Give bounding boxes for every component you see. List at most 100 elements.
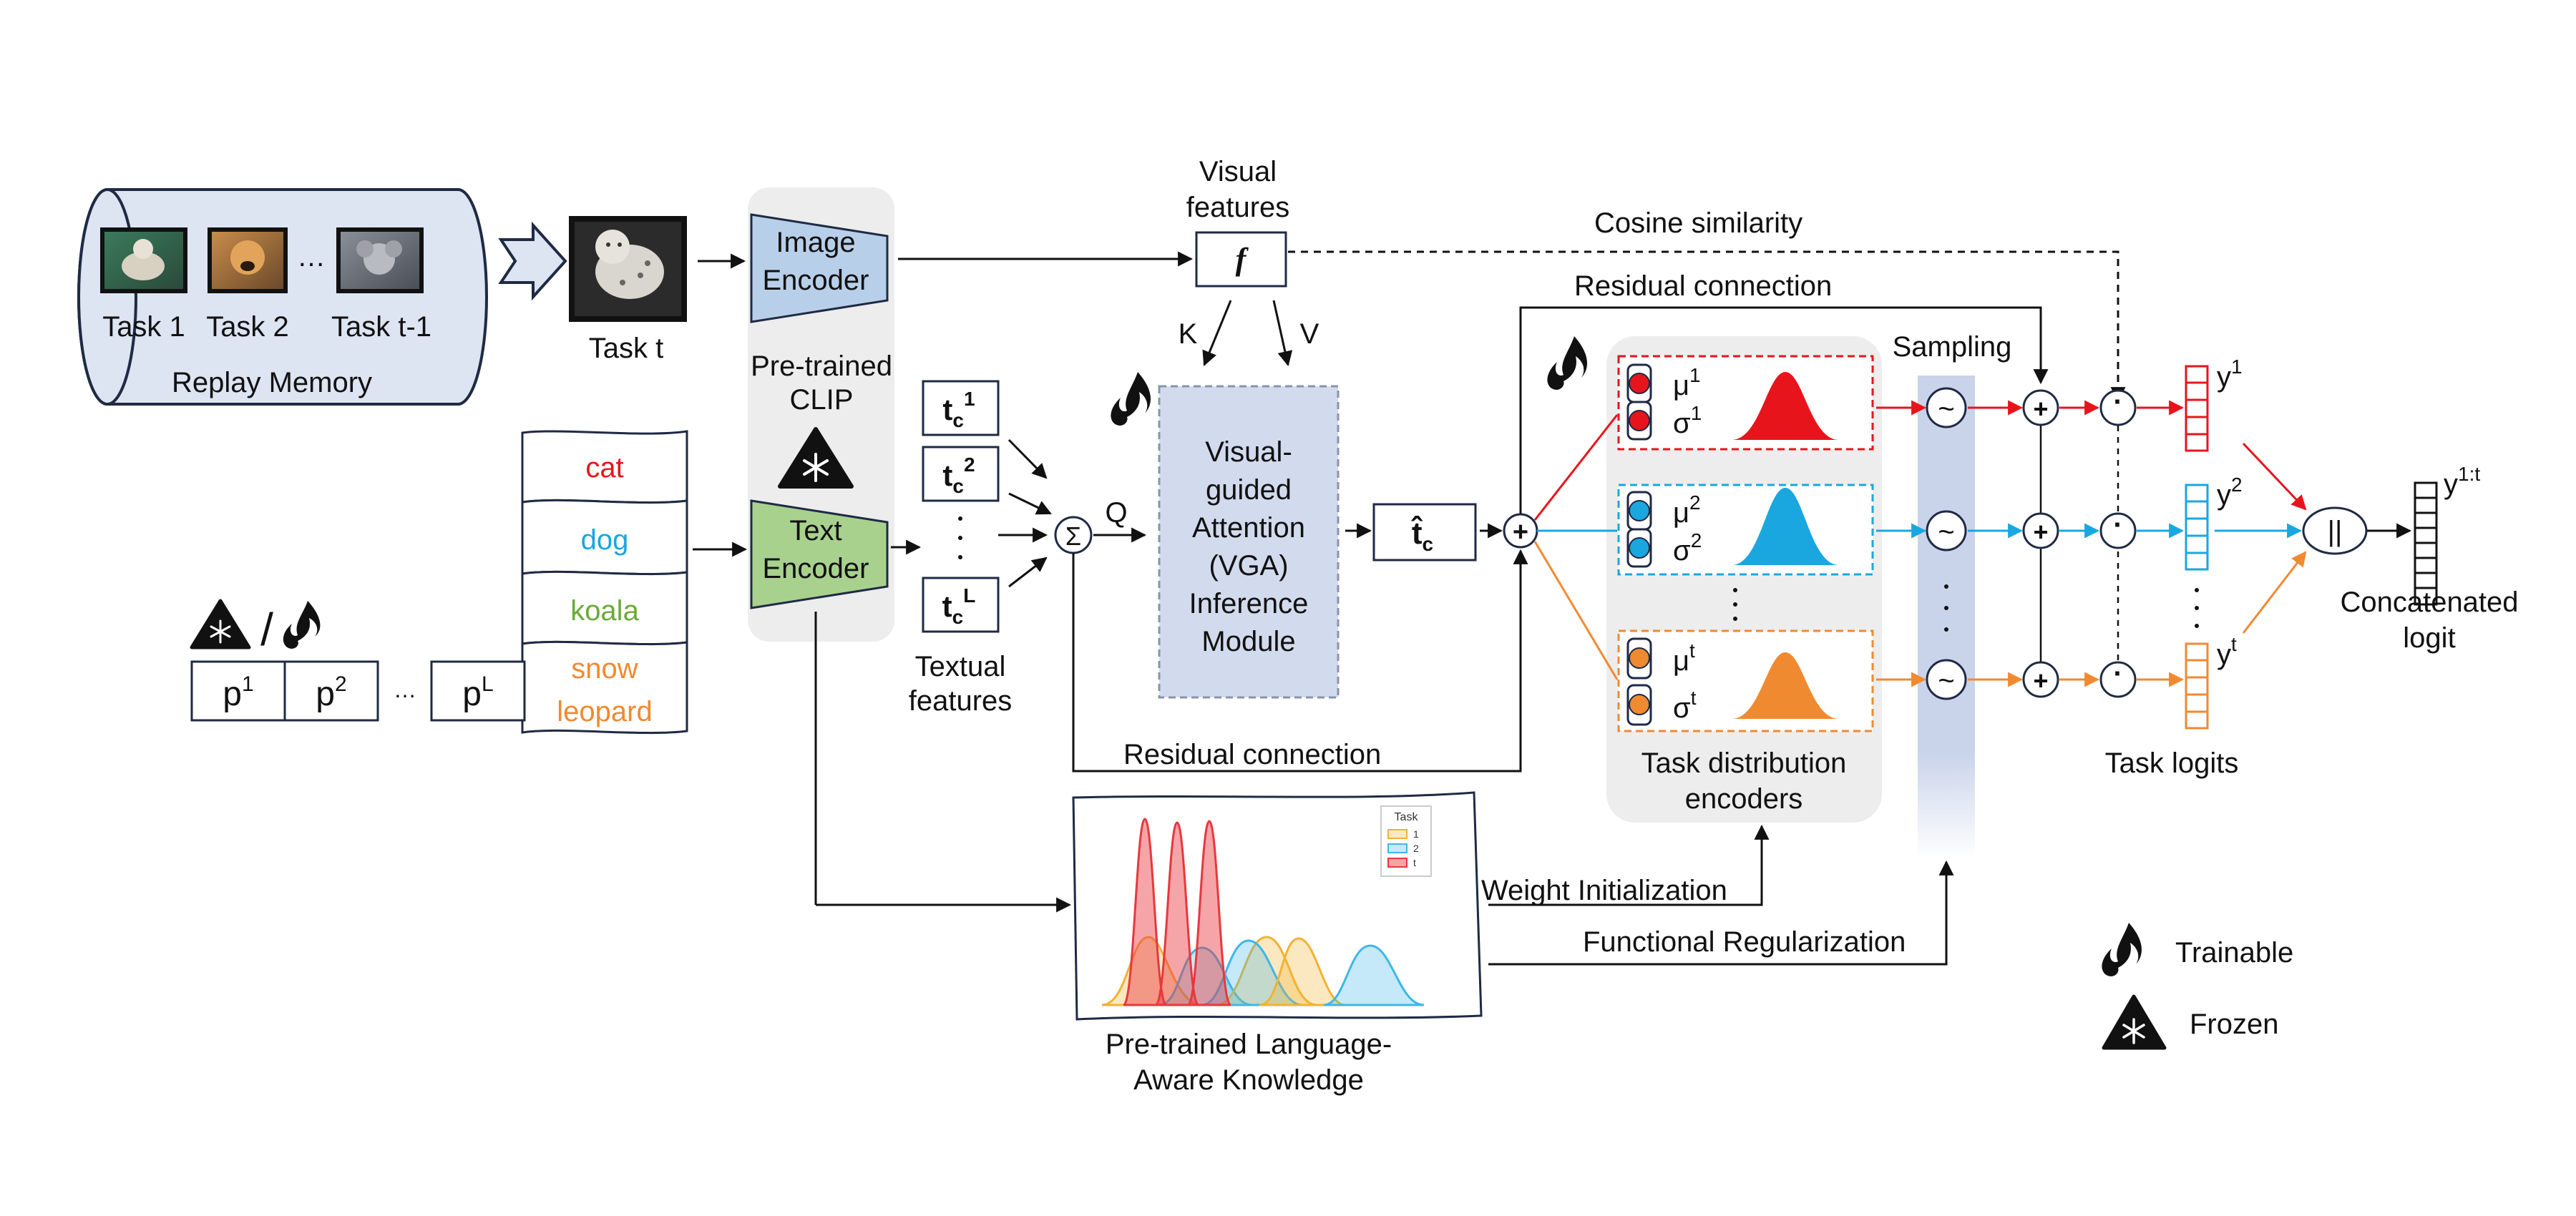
- task-encoder-row-t: μt σt: [1617, 629, 1874, 732]
- logit-vdots: [2195, 588, 2199, 628]
- language-knowledge-panel: Task 1 2 t: [1072, 791, 1483, 1021]
- svg-text:+: +: [2033, 666, 2048, 695]
- residual-connection-top-label: Residual connection: [1574, 270, 1832, 302]
- sampling-label: Sampling: [1893, 331, 2012, 363]
- task-t-minus-1-label: Task t-1: [331, 311, 431, 343]
- svg-text:Attention: Attention: [1192, 512, 1305, 544]
- image-encoder: [750, 213, 889, 323]
- v-label: V: [1300, 318, 1319, 350]
- concatenated-logit-label-line1: Concatenated: [2340, 587, 2518, 618]
- svg-text:Module: Module: [1201, 626, 1295, 657]
- replay-memory: … Task 1 Task 2 Task t-1 Replay Memory: [77, 188, 488, 406]
- svg-text:~: ~: [1938, 393, 1954, 425]
- vga-module-text: Visual- guided Attention (VGA) Inference…: [1189, 436, 1309, 657]
- replay-ellipsis: …: [297, 241, 326, 273]
- task-t-minus-1-thumbnail: [336, 227, 424, 293]
- image-encoder-line1: Image: [776, 227, 855, 258]
- logit1-to-concat-arrow: [2242, 442, 2307, 511]
- weight-initialization-edge: [1488, 824, 1770, 906]
- task-t-label: Task t: [589, 333, 663, 364]
- add-to-rowt-edge: [1533, 541, 1619, 680]
- logit-label-1: y1: [2217, 356, 2243, 393]
- task2-thumbnail: [208, 227, 288, 293]
- concat-symbol: ||: [2328, 516, 2343, 547]
- class-koala: koala: [570, 595, 639, 627]
- encoders-trainable-flame-icon: [1547, 336, 1588, 390]
- cosine-similarity-label: Cosine similarity: [1594, 207, 1802, 239]
- tc1-to-sum-arrow: [1008, 438, 1048, 479]
- prompt-token-1: p1: [223, 672, 253, 713]
- concatenated-logit-label-line2: logit: [2403, 622, 2455, 654]
- weight-initialization-label: Weight Initialization: [1481, 875, 1727, 906]
- sampling-column: [1918, 376, 1975, 858]
- clip-label-line2: CLIP: [790, 384, 854, 416]
- knowledge-distribution-curves: [1101, 818, 1425, 1006]
- text-encoder-line1: Text: [789, 515, 841, 546]
- sigma-1: σ1: [1673, 402, 1702, 439]
- concat-output-label: y1:t: [2444, 463, 2480, 500]
- residual-connection-bottom-label: Residual connection: [1123, 739, 1381, 770]
- q-label: Q: [1105, 497, 1127, 529]
- prompt-token-L: pL: [462, 672, 493, 713]
- tc-L: tcL: [942, 584, 976, 628]
- vga-trainable-flame-icon: [1111, 372, 1151, 426]
- svg-text:Inference: Inference: [1189, 588, 1309, 619]
- residual-add-nodes: + + +: [2022, 389, 2059, 698]
- k-label: K: [1179, 318, 1198, 350]
- svg-text:·: ·: [2113, 386, 2122, 418]
- add-symbol: +: [1513, 517, 1528, 547]
- class-snow: snow: [571, 653, 638, 685]
- functional-regularization-label: Functional Regularization: [1583, 926, 1906, 958]
- svg-text:·: ·: [2113, 658, 2122, 690]
- replay-memory-label: Replay Memory: [172, 367, 372, 398]
- knowledge-legend-t: t: [1413, 857, 1416, 868]
- prompt-tokens: p1 p2 … pL: [190, 660, 526, 722]
- residual-connection-bottom-edge: [1072, 549, 1528, 773]
- sum-symbol: Σ: [1065, 521, 1081, 551]
- svg-text:~: ~: [1938, 665, 1954, 697]
- visual-features-label-line2: features: [1186, 192, 1290, 223]
- svg-text:(VGA): (VGA): [1209, 550, 1288, 582]
- t-hat-box: [1372, 503, 1477, 562]
- k-arrow: [1202, 300, 1232, 366]
- task-encoders-label-line2: encoders: [1685, 783, 1803, 815]
- tc-2: tc2: [942, 453, 975, 497]
- prompt-separator: /: [260, 604, 273, 655]
- legend-trainable-label: Trainable: [2175, 937, 2293, 969]
- image-encoder-line2: Encoder: [763, 265, 869, 296]
- prompt-token-2: p2: [316, 672, 346, 713]
- task-encoder-row-2: μ2 σ2: [1617, 484, 1874, 576]
- sigma-t: σt: [1673, 687, 1697, 724]
- svg-text:+: +: [2033, 394, 2048, 423]
- tcL-to-sum-arrow: [1008, 556, 1048, 588]
- legend-snowflake-icon: [2102, 994, 2167, 1050]
- trainable-flame-small-icon: [283, 601, 321, 649]
- text-encoder: [750, 499, 889, 609]
- knowledge-label-line1: Pre-trained Language-: [1106, 1029, 1392, 1060]
- visual-feature-box: [1195, 231, 1287, 288]
- legend-frozen-label: Frozen: [2190, 1009, 2279, 1040]
- logit-label-2: y2: [2217, 474, 2243, 511]
- concatenated-logit-bar: [2414, 481, 2438, 606]
- clip-label-line1: Pre-trained: [751, 350, 892, 382]
- tc-1: tc1: [942, 388, 975, 431]
- svg-text:·: ·: [2113, 509, 2122, 541]
- legend-flame-icon: [2102, 923, 2142, 976]
- textual-features-label-line1: Textual: [915, 651, 1006, 682]
- class-dog: dog: [581, 524, 629, 556]
- logit-bar-t: [2185, 642, 2209, 730]
- logit-bar-2: [2185, 484, 2209, 571]
- tc2-to-sum-arrow: [1008, 492, 1052, 515]
- task1-thumbnail: [100, 227, 187, 293]
- mu-1: μ1: [1673, 364, 1701, 401]
- t-hat-symbol: t̂c: [1411, 515, 1433, 555]
- concat-node: [2302, 506, 2368, 555]
- class-names-stack: cat dog koala snow leopard: [521, 430, 688, 735]
- mu-2: μ2: [1673, 491, 1701, 529]
- textual-feature-boxes: tc1 tc2 tcL: [922, 380, 1000, 633]
- prompt-ellipsis: …: [394, 677, 416, 702]
- cosine-similarity-edge: [1288, 250, 2126, 403]
- class-cat: cat: [585, 452, 623, 484]
- task2-label: Task 2: [206, 311, 289, 343]
- mu-t: μt: [1673, 639, 1695, 677]
